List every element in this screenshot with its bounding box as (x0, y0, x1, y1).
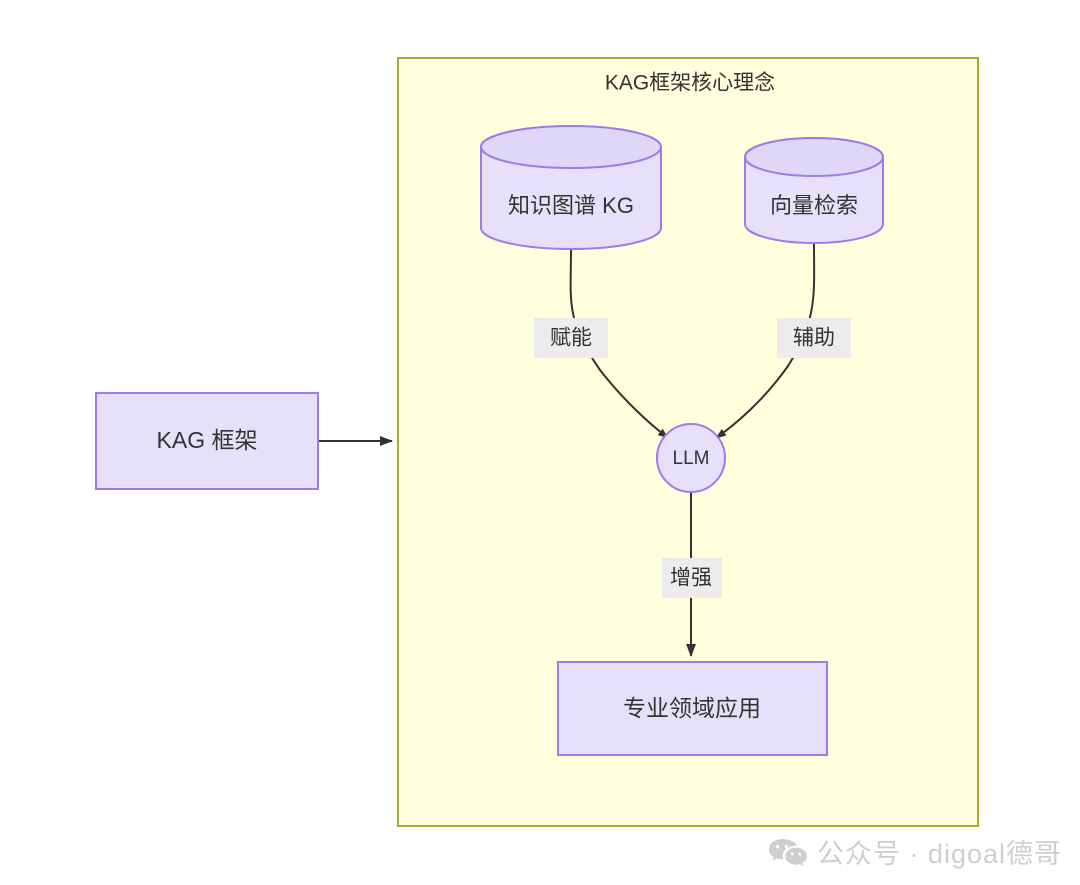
node-domain-application-label: 专业领域应用 (623, 695, 761, 721)
edge-llm-to-app: 增强 (662, 493, 722, 657)
node-knowledge-graph[interactable]: 知识图谱 KG (480, 125, 662, 250)
node-vector-search-label: 向量检索 (770, 193, 858, 218)
edge-label-zeng-qiang: 增强 (670, 567, 712, 590)
node-domain-application[interactable]: 专业领域应用 (557, 661, 828, 756)
node-kag-framework-label: KAG 框架 (157, 427, 258, 453)
node-vector-search[interactable]: 向量检索 (744, 137, 884, 244)
edge-label-fu-neng: 赋能 (550, 327, 592, 350)
node-knowledge-graph-label: 知识图谱 KG (508, 193, 634, 218)
node-llm-label: LLM (673, 448, 710, 469)
edge-path-kg-llm (569, 249, 669, 439)
node-knowledge-graph-top (480, 125, 662, 169)
node-kag-framework[interactable]: KAG 框架 (95, 392, 319, 490)
edge-label-fu-zhu: 辅助 (793, 327, 835, 350)
edge-label-bg-fu-neng (534, 318, 608, 358)
node-llm-circle[interactable] (656, 423, 726, 493)
watermark-text: 公众号 · digoal德哥 (816, 839, 1062, 869)
edge-path-vector-llm (715, 243, 816, 439)
wechat-icon (768, 838, 807, 866)
edge-kg-to-llm: 赋能 (534, 249, 669, 439)
subgraph-title: KAG框架核心理念 (605, 72, 775, 95)
node-kag-framework-box[interactable] (95, 392, 319, 490)
edge-vector-to-llm: 辅助 (715, 243, 851, 439)
node-domain-application-box[interactable] (557, 661, 828, 756)
node-vector-search-top (744, 137, 884, 177)
edge-label-bg-zeng-qiang (662, 558, 722, 598)
edge-label-bg-fu-zhu (777, 318, 851, 358)
watermark: 公众号 · digoal德哥 (768, 832, 1062, 871)
node-llm[interactable]: LLM (656, 423, 726, 493)
